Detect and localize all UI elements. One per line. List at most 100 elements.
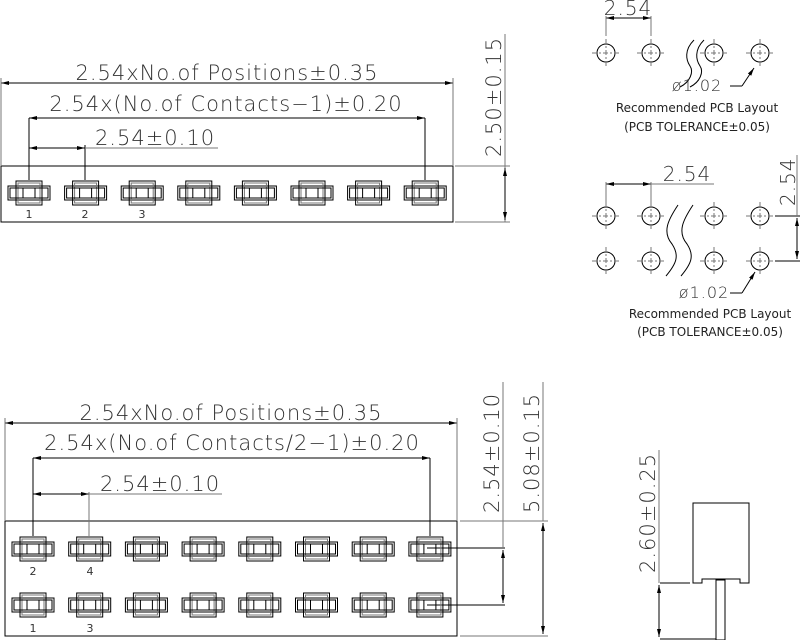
- contact-inner: [243, 182, 267, 204]
- contact: [177, 180, 221, 206]
- pcb-layout-single: 2.54 ø1.02 Recommended PCB Layout (PCB T…: [592, 0, 778, 134]
- contact-slot: [349, 187, 389, 199]
- pcb-double-title: Recommended PCB Layout: [629, 307, 792, 321]
- contact-slot: [297, 543, 336, 555]
- contact-outer: [295, 541, 338, 557]
- pin-label-2-top: 2: [30, 565, 37, 578]
- contact-slot: [13, 543, 53, 555]
- contact-outer: [347, 185, 391, 201]
- pcb-hole: [592, 247, 620, 275]
- contact-outer: [233, 185, 277, 201]
- contact-inner: [21, 538, 45, 560]
- contact-inner: [305, 538, 328, 560]
- contact-inner: [78, 538, 102, 560]
- break-symbol-left-2: [665, 204, 679, 277]
- single-row-contacts: [7, 180, 447, 206]
- contact-inner: [17, 182, 41, 204]
- pin-label-1-bottom: 1: [30, 622, 37, 635]
- contact-housing: [76, 536, 104, 562]
- pin-label-4-top: 4: [87, 565, 94, 578]
- contact-inner: [300, 182, 324, 204]
- contact-outer: [181, 541, 225, 557]
- contact-slot: [126, 543, 166, 555]
- contact-housing: [189, 536, 217, 562]
- pcb-hole: [637, 202, 665, 230]
- pin-label-3-bottom: 3: [87, 622, 94, 635]
- pcb-double-holes: [592, 202, 774, 275]
- contact: [351, 536, 395, 562]
- double-row-contacts: [11, 536, 452, 618]
- pcb-hole: [592, 202, 620, 230]
- contact: [290, 180, 334, 206]
- pcb-double-tolerance: (PCB TOLERANCE±0.05): [637, 325, 783, 339]
- pcb-hole: [746, 202, 774, 230]
- contact-slot: [183, 599, 223, 611]
- contact-housing: [189, 592, 217, 618]
- contact-outer: [238, 597, 282, 613]
- contact-slot: [179, 187, 219, 199]
- contact: [351, 592, 395, 618]
- double-row-view: 2.54xNo.of Positions±0.35 2.54x(No.of Co…: [4, 382, 548, 637]
- contact-slot: [405, 187, 445, 199]
- contact-inner: [357, 182, 381, 204]
- contact-housing: [19, 592, 47, 618]
- contact-slot: [9, 187, 49, 199]
- single-row-view: 2.54xNo.of Positions±0.35 2.54x(No.of Co…: [0, 34, 510, 223]
- contact-housing: [72, 180, 100, 206]
- pcb-single-title: Recommended PCB Layout: [616, 101, 779, 115]
- pcb-double-hole-leader: [741, 271, 756, 294]
- contact-housing: [359, 536, 387, 562]
- contact-inner: [134, 538, 158, 560]
- contact-slot: [240, 599, 280, 611]
- contact-slot: [122, 187, 162, 199]
- contact-housing: [76, 592, 104, 618]
- contact-outer: [68, 541, 112, 557]
- pcb-single-pitch-text: 2.54: [604, 0, 653, 20]
- contact-slot: [235, 187, 275, 199]
- contact: [68, 536, 112, 562]
- contact-housing: [241, 180, 269, 206]
- contact-outer: [124, 597, 168, 613]
- contact-housing: [355, 180, 383, 206]
- pcb-single-hole-leader: [741, 67, 755, 87]
- contact-slot: [353, 543, 393, 555]
- contact-housing: [416, 592, 444, 618]
- contact: [295, 592, 338, 618]
- pcb-row-pitch-text: 2.54: [776, 157, 800, 206]
- pin-label-1: 1: [26, 208, 33, 221]
- contact-outer: [68, 597, 112, 613]
- side-pin-length-text: 2.60±0.25: [636, 453, 660, 573]
- pcb-layout-double: 2.54 2.54 ø1.02 Recommended PCB Layout (…: [592, 155, 800, 339]
- contact-outer: [351, 541, 395, 557]
- contact-slot: [126, 599, 166, 611]
- break-symbol-right-2: [680, 204, 694, 277]
- contact: [7, 180, 51, 206]
- pcb-hole: [700, 247, 728, 275]
- break-symbol-right: [689, 39, 705, 88]
- pcb-double-hole-dia-text: ø1.02: [679, 283, 729, 302]
- contact-inner: [305, 594, 328, 616]
- contact-inner: [130, 182, 154, 204]
- contact-inner: [413, 182, 437, 204]
- contact-inner: [191, 594, 215, 616]
- contact-inner: [134, 594, 158, 616]
- contact-outer: [295, 597, 338, 613]
- contact-inner: [191, 538, 215, 560]
- contact-outer: [124, 541, 168, 557]
- single-height-dim-text: 2.50±0.15: [482, 37, 506, 157]
- pin-label-3: 3: [139, 208, 146, 221]
- contact-outer: [181, 597, 225, 613]
- contact-outer: [64, 185, 108, 201]
- double-pitch-dim-text: 2.54±0.10: [100, 472, 220, 496]
- contact-housing: [246, 536, 274, 562]
- contact-outer: [351, 597, 395, 613]
- contact-outer: [7, 185, 51, 201]
- double-row-body-outline: [4, 520, 458, 637]
- contact-inner: [78, 594, 102, 616]
- contact-housing: [416, 536, 444, 562]
- side-view: 2.60±0.25: [636, 450, 750, 640]
- contact-housing: [15, 180, 43, 206]
- pcb-hole: [592, 39, 620, 67]
- contact-housing: [128, 180, 156, 206]
